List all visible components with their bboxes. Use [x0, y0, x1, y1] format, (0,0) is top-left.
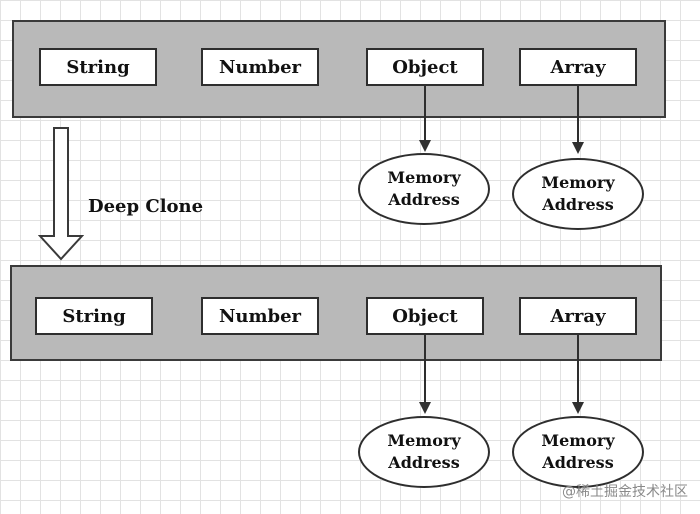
memory-label-line1: Memory: [541, 431, 615, 450]
bottom-array-arrowhead: [572, 402, 584, 414]
bottom-array-box: Array: [519, 297, 637, 335]
top-object-connector: [424, 86, 426, 140]
top-number-box: Number: [201, 48, 319, 86]
top-object-box: Object: [366, 48, 484, 86]
top-string-box: String: [39, 48, 157, 86]
memory-label-line2: Address: [388, 190, 460, 209]
bottom-object-connector: [424, 335, 426, 402]
top-array-memory-node: Memory Address: [512, 158, 644, 230]
memory-label-line2: Address: [542, 453, 614, 472]
memory-label-line1: Memory: [387, 431, 461, 450]
top-array-arrowhead: [572, 142, 584, 154]
memory-label-line1: Memory: [387, 168, 461, 187]
top-object-arrowhead: [419, 140, 431, 152]
memory-label-line2: Address: [388, 453, 460, 472]
deep-clone-label: Deep Clone: [88, 196, 204, 217]
top-array-connector: [577, 86, 579, 142]
bottom-object-box: Object: [366, 297, 484, 335]
bottom-object-memory-node: Memory Address: [358, 416, 490, 488]
bottom-object-arrowhead: [419, 402, 431, 414]
bottom-number-box: Number: [201, 297, 319, 335]
deep-clone-arrow-icon: [38, 127, 84, 261]
bottom-string-box: String: [35, 297, 153, 335]
top-array-box: Array: [519, 48, 637, 86]
bottom-array-connector: [577, 335, 579, 402]
watermark-text: @稀土掘金技术社区: [562, 484, 688, 500]
memory-label-line2: Address: [542, 195, 614, 214]
memory-label-line1: Memory: [541, 173, 615, 192]
bottom-array-memory-node: Memory Address: [512, 416, 644, 488]
top-object-memory-node: Memory Address: [358, 153, 490, 225]
